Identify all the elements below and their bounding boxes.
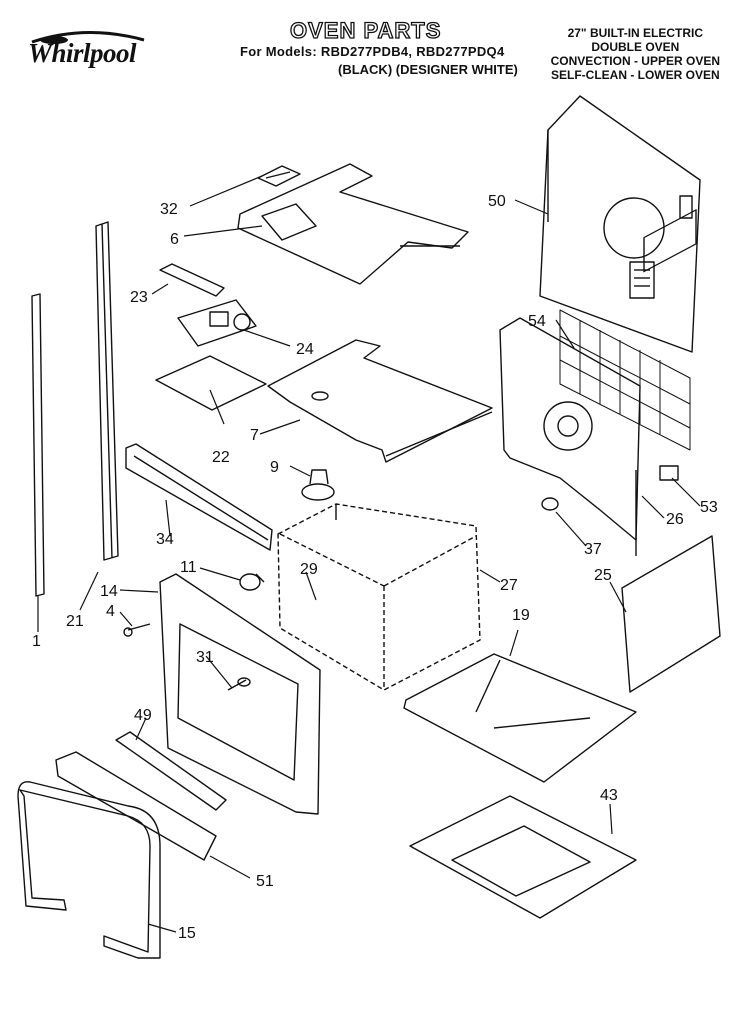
part-21-side-trim [95,221,119,561]
part-25-side-panel [621,209,721,693]
description-line: SELF-CLEAN - LOWER OVEN [550,68,720,82]
callout-numbers: 32 6 50 23 24 54 7 22 9 53 26 34 37 11 2… [32,193,718,942]
part-32-bracket [257,165,301,187]
callout-54: 54 [528,313,546,330]
part-51-trim [55,751,217,861]
part-37-sensor [541,497,559,511]
part-54-rear-cover [499,317,641,541]
callout-34: 34 [156,531,174,548]
part-7-oven-top [267,339,493,463]
callout-9: 9 [270,459,279,476]
whirlpool-logo [31,30,145,44]
part-34-control-strip [125,443,273,551]
callout-21: 21 [66,613,84,630]
callout-7: 7 [250,427,259,444]
callout-25: 25 [594,567,612,584]
part-31-knob [227,677,251,691]
part-24-switch-assembly [177,299,257,347]
callout-6: 6 [170,231,179,248]
part-23-bracket [159,263,225,297]
callout-4: 4 [106,603,115,620]
description-line: 27" BUILT-IN ELECTRIC [567,26,704,40]
callout-15: 15 [178,925,196,942]
callout-11: 11 [180,559,197,576]
part-43-drip-pan [409,795,637,919]
brand-name: Whirlpool [28,38,137,68]
callout-49: 49 [134,707,152,724]
product-description: 27" BUILT-IN ELECTRIC DOUBLE OVEN CONVEC… [551,26,720,82]
callout-53: 53 [700,499,718,516]
callout-50: 50 [488,193,506,210]
model-numbers: For Models: RBD277PDB4, RBD277PDQ4 [240,44,505,59]
callout-27: 27 [500,577,518,594]
callout-19: 19 [512,607,530,624]
callout-29: 29 [300,561,318,578]
part-15-door-gasket [17,781,161,959]
callout-22: 22 [212,449,230,466]
callout-43: 43 [600,787,618,804]
callout-37: 37 [584,541,602,558]
callout-1: 1 [32,633,41,650]
callout-14: 14 [100,583,118,600]
part-6-top-panel [237,163,469,285]
part-53-clip [659,465,679,481]
description-line: DOUBLE OVEN [591,40,680,54]
part-1-side-strip [31,293,45,597]
callout-24: 24 [296,341,314,358]
callout-26: 26 [666,511,684,528]
part-9-vent [301,469,335,501]
part-4-screw [123,623,151,637]
part-54-element-grid [559,309,691,451]
page-title: OVEN PARTS [289,17,442,43]
callout-31: 31 [196,649,214,666]
callout-leaders [37,175,701,933]
callout-32: 32 [160,201,178,218]
part-50-rear-panel [539,95,701,353]
part-14-front-frame [159,573,321,815]
description-line: CONVECTION - UPPER OVEN [550,54,720,68]
part-49-vent-trim [115,731,227,811]
part-19-oven-bottom [403,653,637,783]
model-colors: (BLACK) (DESIGNER WHITE) [338,62,518,77]
part-11-light [239,573,265,591]
part-22-plate [155,355,267,411]
callout-51: 51 [256,873,274,890]
callout-23: 23 [130,289,148,306]
part-27-oven-cavity [277,503,481,691]
